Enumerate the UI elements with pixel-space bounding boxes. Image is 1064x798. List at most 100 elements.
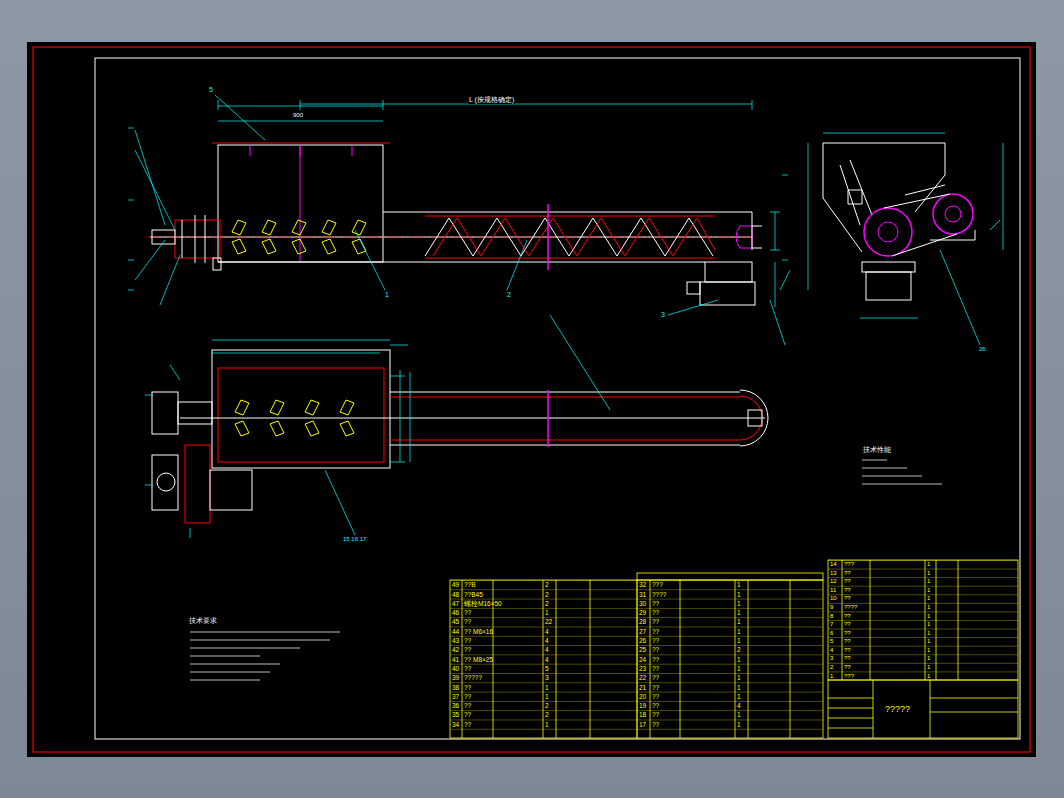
table-cell: 35 — [452, 711, 459, 718]
table-cell: 1 — [927, 673, 930, 680]
callout-number: 1 — [384, 291, 390, 299]
table-cell: 3 — [545, 674, 549, 681]
table-cell: ?? — [464, 609, 471, 616]
table-cell: 1 — [737, 674, 741, 681]
table-cell: ?? — [844, 578, 851, 585]
table-cell: 12 — [830, 578, 837, 585]
table-cell: ?? — [652, 721, 659, 728]
table-cell: 11 — [830, 587, 836, 594]
table-cell: 1 — [927, 655, 930, 662]
table-cell: 13 — [830, 570, 837, 577]
table-cell: 18 — [639, 711, 646, 718]
table-cell: ?? — [464, 693, 471, 700]
table-cell: 4 — [545, 646, 549, 653]
table-cell: 1 — [927, 638, 930, 645]
table-cell: ?? — [844, 613, 851, 620]
table-cell: 3 — [830, 655, 833, 662]
table-cell: 1 — [927, 604, 930, 611]
table-cell: 2 — [545, 600, 549, 607]
table-cell: ?? — [844, 638, 851, 645]
table-cell: 1 — [545, 684, 549, 691]
title-text: ????? — [884, 705, 911, 715]
table-cell: ?? — [464, 618, 471, 625]
table-cell: 4 — [737, 702, 741, 709]
table-cell: 螺栓M16×50 — [464, 600, 502, 607]
table-cell: 49 — [452, 581, 459, 588]
table-cell: ?? — [652, 637, 659, 644]
table-cell: 19 — [639, 702, 646, 709]
table-cell: ?? — [844, 570, 851, 577]
table-cell: 1 — [545, 693, 549, 700]
table-cell: 2 — [545, 702, 549, 709]
note-heading: 技术性能 — [862, 446, 892, 454]
table-cell: 1 — [927, 578, 930, 585]
table-cell: 4 — [545, 656, 549, 663]
table-cell: 10 — [830, 595, 837, 602]
table-cell: 8 — [830, 613, 833, 620]
table-cell: ?? — [464, 637, 471, 644]
table-cell: 29 — [639, 609, 646, 616]
table-cell: ?? M8×25 — [464, 656, 493, 663]
table-cell: ?? — [652, 684, 659, 691]
table-cell: 40 — [452, 665, 459, 672]
table-cell: 1 — [737, 591, 741, 598]
table-cell: ???? — [844, 604, 857, 611]
table-cell: 4 — [545, 637, 549, 644]
table-cell: ?? — [652, 609, 659, 616]
table-cell: 21 — [639, 684, 646, 691]
table-cell: ?? — [844, 587, 851, 594]
table-cell: 23 — [639, 665, 646, 672]
table-cell: 7 — [830, 621, 833, 628]
dimension-text: L (按规格确定) — [468, 96, 515, 104]
table-cell: ?? — [652, 600, 659, 607]
table-cell: ???? — [652, 591, 666, 598]
table-cell: ??? — [652, 581, 663, 588]
table-cell: 6 — [830, 630, 833, 637]
table-cell: 2 — [545, 591, 549, 598]
table-cell: ?? — [844, 621, 851, 628]
table-cell: 1 — [737, 637, 741, 644]
table-cell: 34 — [452, 721, 459, 728]
table-cell: ?? — [464, 684, 471, 691]
table-cell: 5 — [830, 638, 833, 645]
table-cell: ?? — [652, 646, 659, 653]
table-cell: 9 — [830, 604, 833, 611]
table-cell: ?? — [844, 630, 851, 637]
table-cell: 2 — [737, 646, 741, 653]
table-cell: 46 — [452, 609, 459, 616]
table-cell: 31 — [639, 591, 646, 598]
table-cell: ?? — [464, 711, 471, 718]
table-cell: 27 — [639, 628, 646, 635]
table-cell: ??? — [844, 561, 854, 568]
dimension-text: 900 — [292, 112, 304, 119]
table-cell: ?? — [464, 702, 471, 709]
table-cell: ?? — [652, 618, 659, 625]
table-cell: ?? — [652, 656, 659, 663]
table-cell: 44 — [452, 628, 459, 635]
table-cell: ?? — [464, 721, 471, 728]
table-cell: ?? — [652, 674, 659, 681]
table-cell: ?? — [652, 693, 659, 700]
table-cell: ?? — [844, 664, 851, 671]
callout-number: 15 16 17 — [342, 536, 367, 543]
table-cell: 1 — [830, 673, 833, 680]
table-cell: 30 — [639, 600, 646, 607]
callout-number: 26 — [978, 346, 987, 353]
table-cell: 41 — [452, 656, 459, 663]
table-cell: 36 — [452, 702, 459, 709]
callout-number: 2 — [506, 291, 512, 299]
table-cell: 1 — [737, 656, 741, 663]
table-cell: ?? — [652, 665, 659, 672]
table-cell: 1 — [927, 647, 930, 654]
table-cell: 1 — [927, 613, 930, 620]
table-cell: 4 — [830, 647, 833, 654]
table-cell: 45 — [452, 618, 459, 625]
table-cell: 1 — [737, 581, 741, 588]
table-cell: 48 — [452, 591, 459, 598]
table-cell: ?? — [652, 628, 659, 635]
table-cell: 14 — [830, 561, 837, 568]
table-cell: 1 — [545, 609, 549, 616]
table-cell: ?? — [844, 655, 851, 662]
table-cell: 1 — [737, 693, 741, 700]
table-cell: 1 — [927, 570, 930, 577]
